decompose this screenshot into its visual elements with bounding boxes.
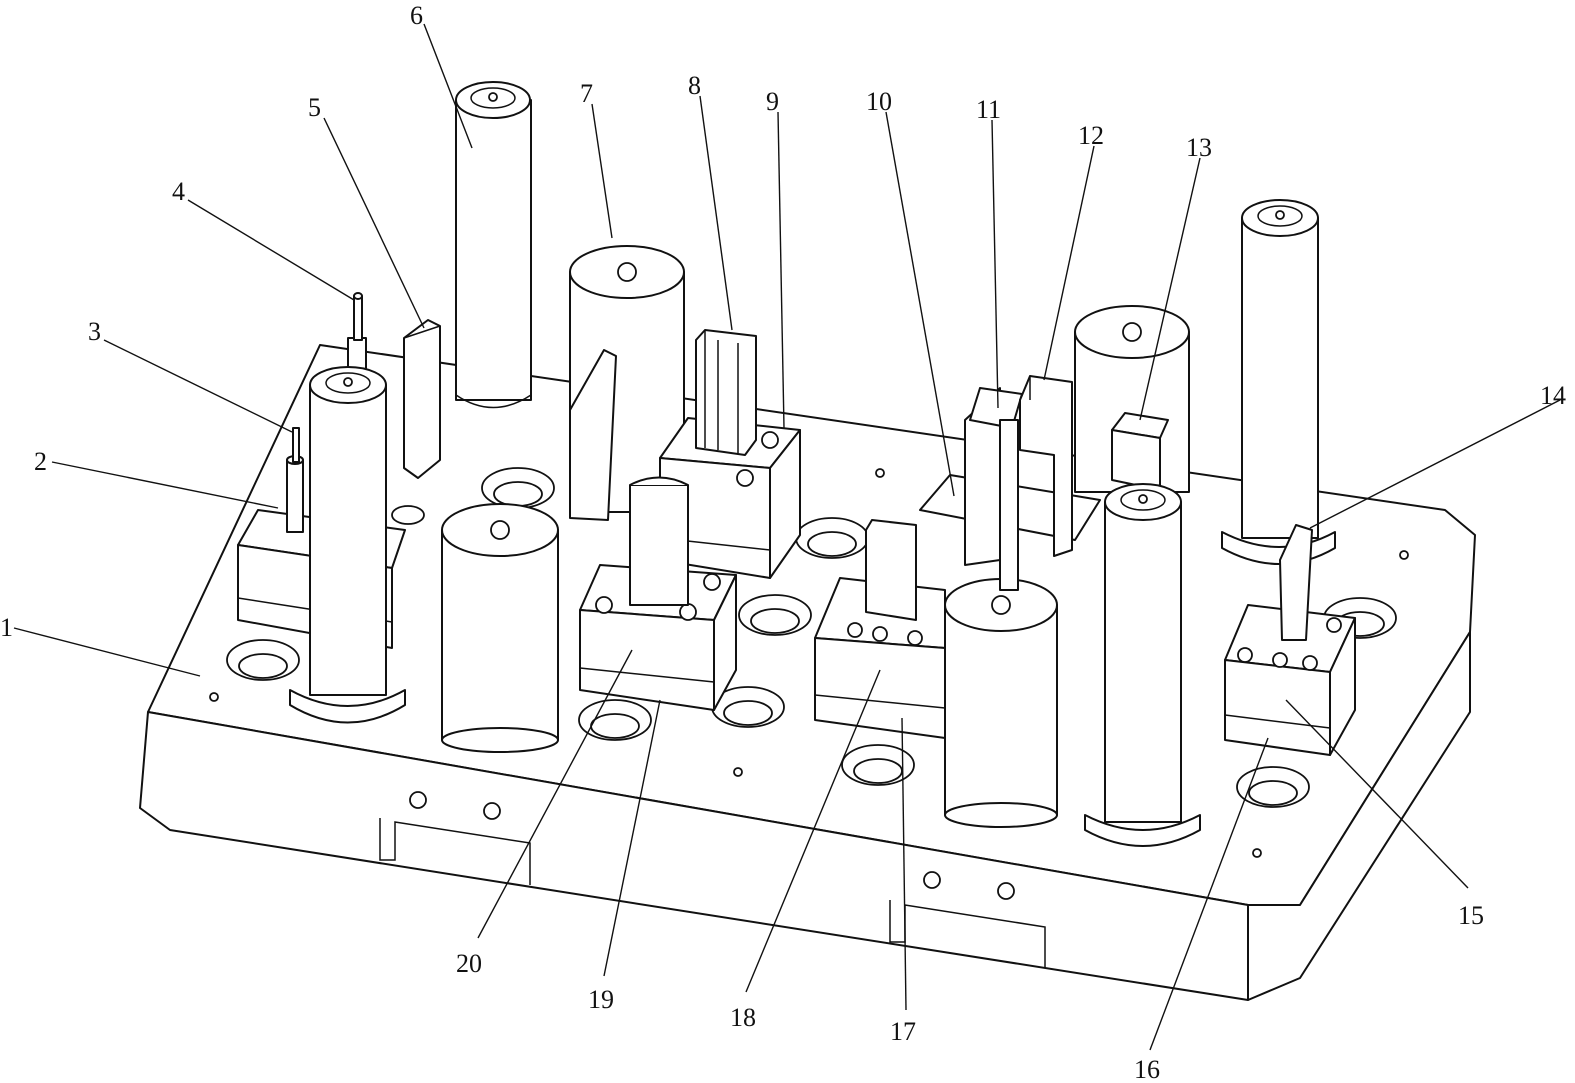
- guide-column-right-front: [1084, 483, 1201, 847]
- die-block-17: [814, 519, 946, 739]
- callout-11: 11: [976, 95, 1001, 124]
- cylinder-front-right: [944, 578, 1058, 828]
- callout-19: 19: [588, 985, 614, 1014]
- punch-plate-center: [569, 349, 617, 521]
- insert-13: [1111, 412, 1169, 491]
- cylinder-front-left: [441, 503, 559, 753]
- callout-15: 15: [1458, 901, 1484, 930]
- callout-14: 14: [1540, 381, 1566, 410]
- die-block-19: [579, 476, 737, 711]
- punch-plate-5: [403, 319, 441, 479]
- callout-6: 6: [410, 1, 423, 30]
- leader-lines: [13, 23, 1561, 1051]
- callout-20: 20: [456, 949, 482, 978]
- callout-12: 12: [1078, 121, 1104, 150]
- callout-13: 13: [1186, 133, 1212, 162]
- callout-8: 8: [688, 71, 701, 100]
- guide-pin-3: [286, 427, 304, 533]
- callout-4: 4: [172, 177, 185, 206]
- callout-5: 5: [308, 93, 321, 122]
- insert-11: [969, 387, 1023, 591]
- insert-8: [695, 329, 757, 456]
- guide-column-6: [455, 81, 532, 409]
- callout-2: 2: [34, 447, 47, 476]
- callout-1: 1: [0, 613, 13, 642]
- punch-pin-14: [1279, 524, 1313, 641]
- callout-17: 17: [890, 1017, 916, 1046]
- cylinder-back-right: [1074, 305, 1190, 493]
- callout-16: 16: [1134, 1055, 1160, 1083]
- callout-10: 10: [866, 87, 892, 116]
- guide-column-left-front: [289, 366, 406, 724]
- guide-column-right-back: [1221, 199, 1336, 565]
- insert-12: [1019, 375, 1073, 557]
- callout-18: 18: [730, 1003, 756, 1032]
- callout-3: 3: [88, 317, 101, 346]
- callout-7: 7: [580, 79, 593, 108]
- callout-9: 9: [766, 87, 779, 116]
